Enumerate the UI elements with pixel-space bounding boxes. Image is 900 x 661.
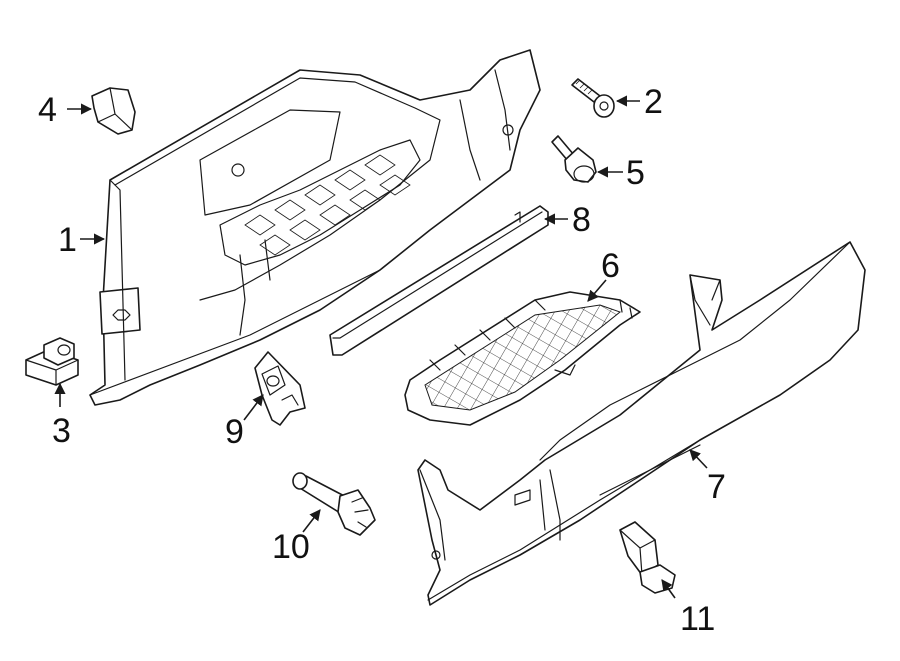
part-11-switch (619, 521, 676, 594)
callout-labels: 1 2 3 4 5 6 7 8 9 10 11 (38, 83, 726, 638)
callout-6: 6 (601, 247, 620, 285)
part-2-screw (571, 78, 615, 118)
callout-3: 3 (52, 412, 71, 450)
callout-8: 8 (572, 201, 591, 239)
leader-11 (661, 579, 676, 599)
part-1-glove-box-housing (89, 49, 541, 406)
leader-7 (689, 449, 708, 469)
callout-1: 1 (58, 221, 77, 259)
part-10-damper (292, 472, 376, 536)
leader-9 (243, 394, 264, 421)
callout-4: 4 (38, 91, 57, 129)
leader-6 (587, 279, 607, 302)
callout-7: 7 (707, 468, 726, 506)
callout-5: 5 (626, 154, 645, 192)
part-3-bumper (25, 337, 79, 386)
part-6-mesh-tray (404, 291, 641, 426)
part-7-glove-box-lid (417, 241, 866, 606)
leader-lines (54, 95, 708, 599)
part-9-latch-bracket (254, 351, 306, 426)
part-8-strip (329, 205, 549, 356)
part-5-stopper (551, 135, 597, 183)
callout-2: 2 (644, 83, 663, 121)
leader-10 (302, 509, 321, 533)
callout-11: 11 (680, 600, 715, 638)
callout-9: 9 (225, 413, 244, 451)
callout-10: 10 (272, 528, 310, 566)
part-4-clip (91, 87, 136, 135)
